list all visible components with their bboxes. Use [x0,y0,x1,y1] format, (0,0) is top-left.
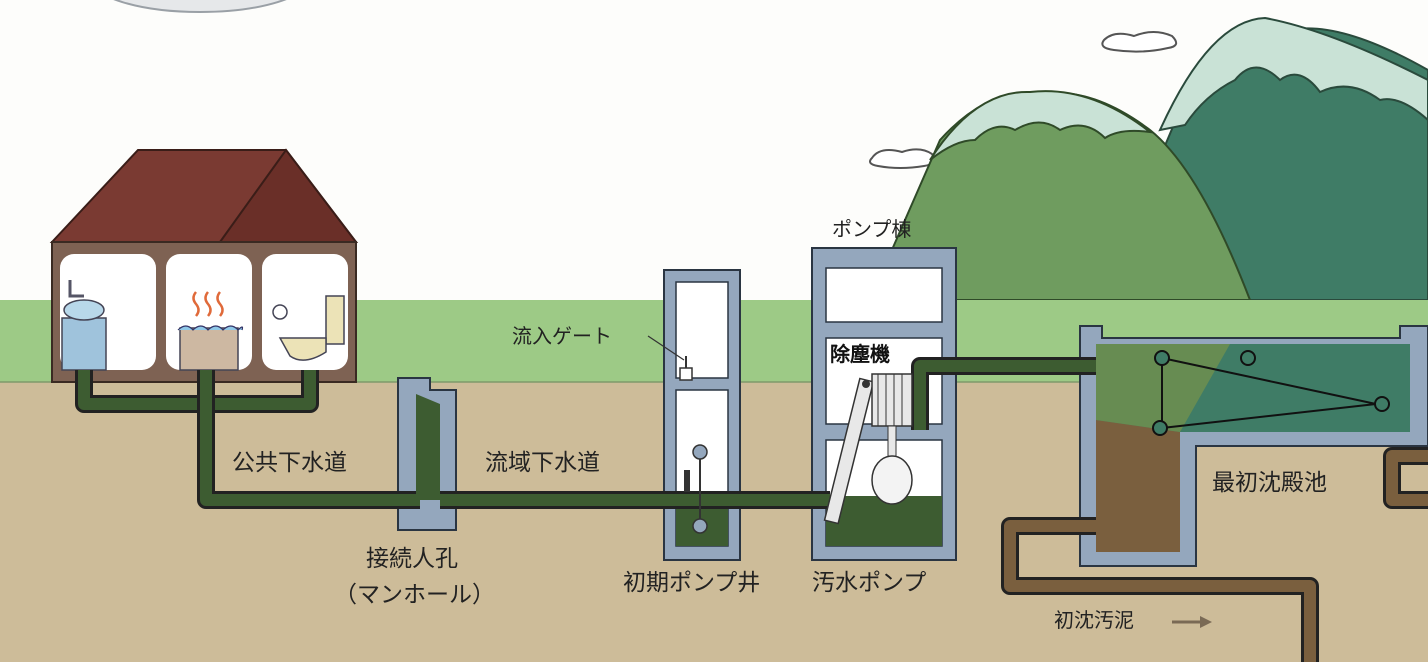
top-cloud [113,0,287,13]
motor-icon [871,373,913,457]
screen-machine-icon [823,377,875,525]
inflow-gate-label: 流入ゲート [512,324,612,348]
connection-manhole-label: 接続人孔 [366,546,458,572]
bathtub-icon [179,327,239,371]
screen-label: 除塵機 [830,342,890,366]
public-sewer-label: 公共下水道 [232,450,347,476]
pipe-network [75,357,1428,662]
mountain-right-snow [1158,16,1428,132]
inflow-gate-icon [647,335,693,381]
cloud-center [869,148,935,169]
sewage-pump-label: 汚水ポンプ [812,570,927,596]
float-switch-icon [684,444,708,534]
primary-sludge-label: 初沈汚泥 [1054,608,1134,632]
manhole-paren-label: （マンホール） [334,582,495,608]
scraper-chain-icon [1152,350,1390,436]
house [49,148,359,383]
right-arrow-icon [1172,616,1212,628]
primary-settling-tank-label: 最初沈殿池 [1212,470,1327,496]
initial-pump-well-label: 初期ポンプ井 [623,570,761,596]
pump-building-label: ポンプ棟 [832,217,912,241]
toilet-icon [272,295,345,361]
cloud-right [1101,31,1178,53]
mountain-left-snow [929,90,1154,161]
steam-icon [192,291,224,317]
sink-icon [61,317,107,371]
regional-sewer-label: 流域下水道 [485,450,600,476]
sewage-pump-icon [871,455,913,505]
